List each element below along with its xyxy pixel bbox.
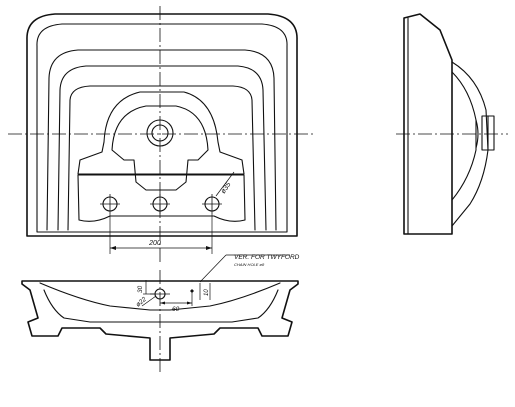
dimension-10-label: 10 — [204, 289, 210, 296]
basin-bottom-view — [21, 270, 299, 372]
dimension-60-label: 60 — [172, 306, 180, 313]
basin-front-view — [8, 6, 316, 262]
dimension-30-label: 30 — [137, 285, 144, 293]
note-twyford-label: VER. FOR TWYFORD — [234, 254, 300, 261]
dimension-200-label: 200 — [148, 240, 161, 247]
note-chain-hole-label: CHAIN HOLE ø8 — [234, 262, 265, 267]
basin-side-view — [396, 13, 508, 235]
diameter-22-label: ø22 — [135, 296, 148, 309]
